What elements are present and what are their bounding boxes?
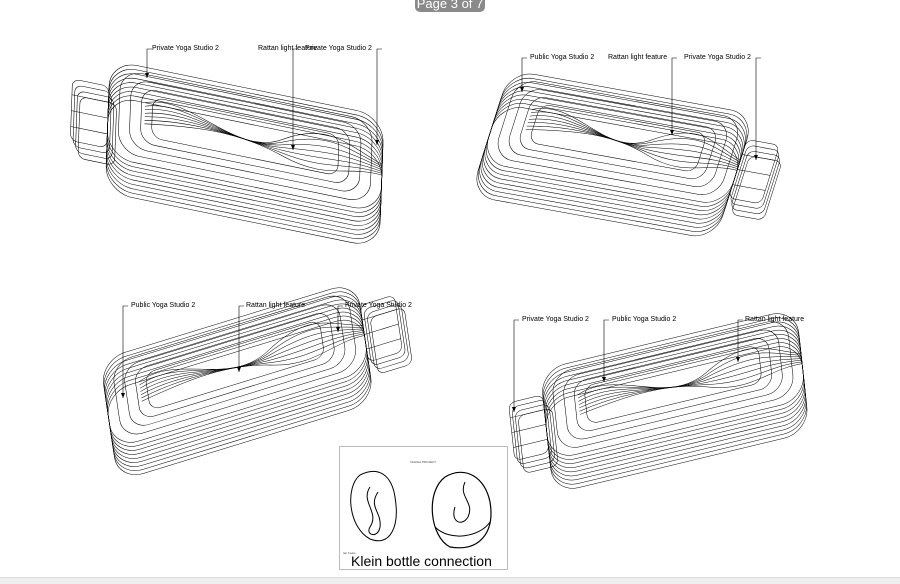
leader-line	[376, 48, 382, 145]
model-view-bottom-left	[103, 287, 412, 475]
leader-line	[337, 305, 343, 332]
label-tl-1: Private Yoga Studio 2	[152, 45, 219, 52]
leader-line	[521, 57, 527, 92]
leader-arrow-icon	[336, 327, 340, 332]
leader-arrow-icon	[121, 393, 125, 398]
inset-caption: Klein bottle connection	[351, 553, 492, 569]
leader-arrow-icon	[602, 377, 606, 382]
leader-line	[513, 319, 519, 412]
inset-project-title: VAGIGA PROJECT	[410, 460, 436, 464]
klein-bottle-sketch	[350, 470, 492, 549]
label-tr-1: Public Yoga Studio 2	[530, 54, 595, 61]
leader-line	[122, 305, 128, 398]
label-bl-1: Public Yoga Studio 2	[131, 302, 196, 309]
leader-line	[238, 305, 244, 372]
label-tl-2: Rattan light feature	[258, 45, 318, 52]
bottom-bar	[0, 577, 900, 584]
leader-arrow-icon	[145, 73, 149, 78]
model-view-top-left	[70, 64, 384, 244]
label-br-3: Rattan light feature	[745, 316, 805, 323]
leader-line	[671, 57, 677, 135]
leader-arrow-icon	[670, 130, 674, 135]
label-bl-3: Private Yoga Studio 2	[345, 302, 412, 309]
leader-arrow-icon	[291, 145, 295, 150]
leader-line	[755, 57, 761, 160]
model-view-top-right	[476, 73, 781, 237]
leader-arrow-icon	[375, 140, 379, 145]
model-view-bottom-right	[508, 313, 808, 489]
klein-bottle-inset: VAGIGA PROJECT Ian Fears Klein bottle co…	[339, 446, 508, 570]
label-bl-2: Rattan light feature	[246, 302, 306, 309]
label-tr-2: Rattan light feature	[608, 54, 668, 61]
leader-line	[737, 319, 743, 362]
label-tl-3: Private Yoga Studio 2	[305, 45, 372, 52]
label-br-2: Public Yoga Studio 2	[612, 316, 677, 323]
leader-arrow-icon	[512, 407, 516, 412]
leader-line	[603, 319, 609, 382]
page-indicator: Page 3 of 7	[415, 0, 485, 12]
leader-arrow-icon	[754, 155, 758, 160]
label-br-1: Private Yoga Studio 2	[522, 316, 589, 323]
leader-line	[146, 48, 152, 78]
leader-arrow-icon	[237, 367, 241, 372]
leader-arrow-icon	[736, 357, 740, 362]
leader-line	[292, 48, 298, 150]
label-tr-3: Private Yoga Studio 2	[684, 54, 751, 61]
inset-author: Ian Fears	[343, 551, 356, 555]
leader-arrow-icon	[520, 87, 524, 92]
